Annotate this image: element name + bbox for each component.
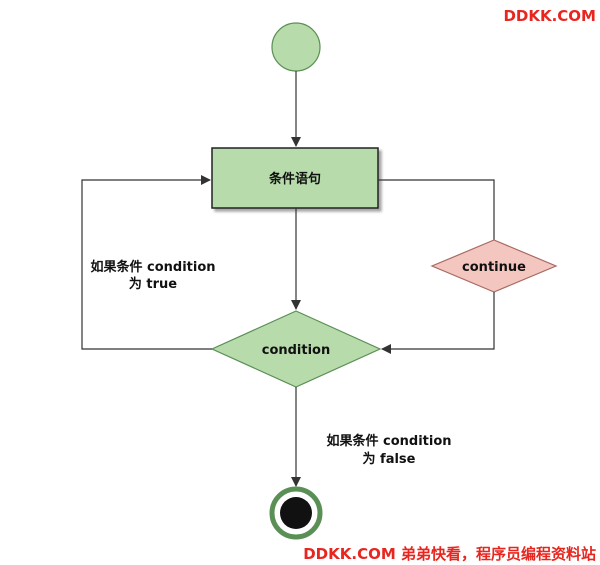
true-label-line1: 如果条件 condition: [90, 259, 215, 275]
true-label-line2: 为 true: [129, 276, 177, 292]
start-node: [271, 22, 321, 72]
false-label-line2: 为 false: [363, 451, 416, 467]
arrow-continue-to-condition: [381, 292, 495, 354]
watermark-bottom: DDKK.COM 弟弟快看，程序员编程资料站: [303, 545, 596, 563]
statement-label: 条件语句: [269, 171, 321, 187]
statement-box: [211, 147, 379, 209]
line-statement-to-continue: [378, 179, 495, 240]
watermark-top: DDKK.COM: [503, 7, 596, 25]
continue-label: continue: [462, 260, 526, 275]
false-label-line1: 如果条件 condition: [326, 433, 451, 449]
arrow-true-loop: [81, 175, 212, 350]
condition-label: condition: [262, 343, 331, 358]
end-node: [280, 497, 312, 529]
